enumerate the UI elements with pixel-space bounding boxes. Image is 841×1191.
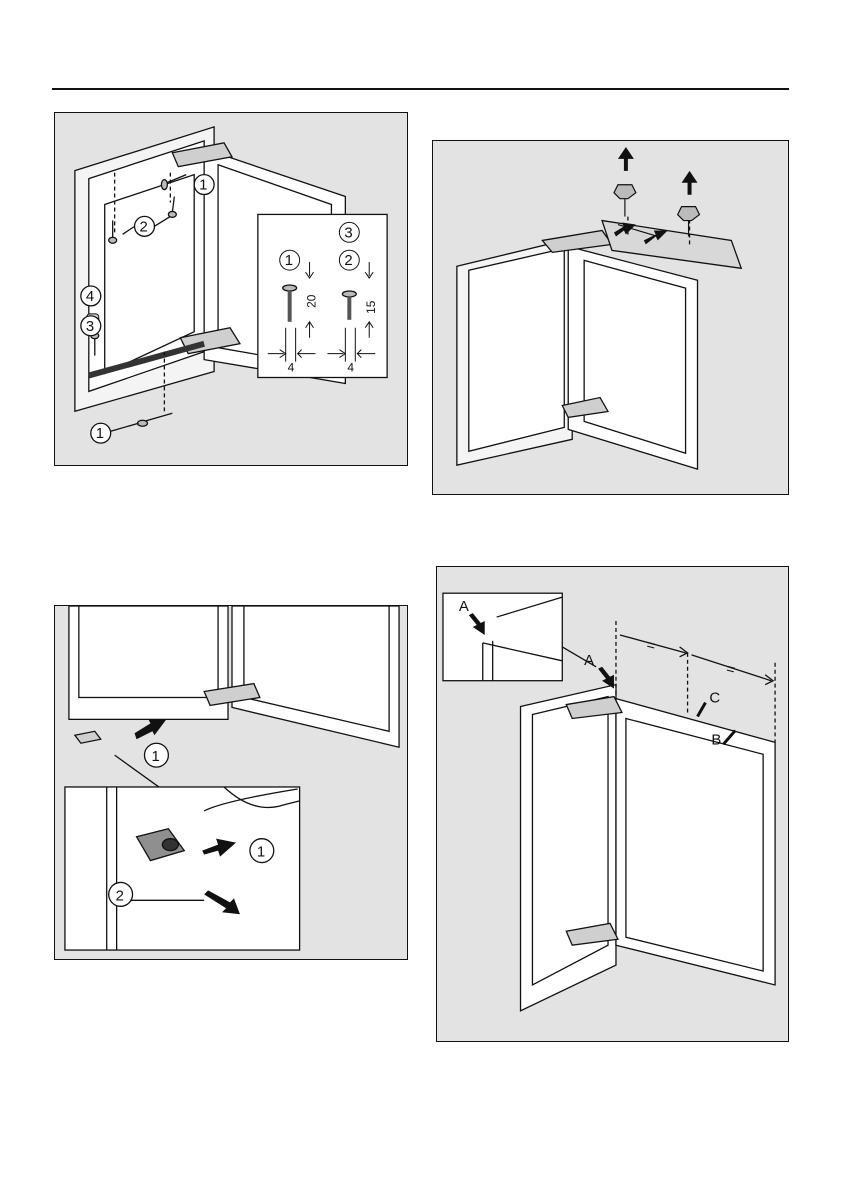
label-a-inset: A [459, 599, 469, 615]
door-alignment-illustration: A A C B = = [437, 567, 788, 1041]
equal-right: = [724, 661, 737, 679]
callout-1-bottom: 1 [96, 426, 104, 442]
screw-detail-box: 3 1 2 20 15 4 4 [258, 214, 387, 377]
figure-hinge-cover-removal [432, 140, 789, 495]
label-a-main: A [584, 653, 594, 669]
callout-2: 2 [140, 219, 148, 235]
figure-hinge-release: 1 1 2 [54, 605, 408, 960]
callout-2: 2 [116, 888, 124, 904]
label-b: B [711, 732, 721, 748]
figure-mounting-screws: 1 2 4 3 1 3 1 2 20 15 4 [54, 112, 408, 466]
detail-callout-1: 1 [285, 253, 293, 269]
detail-callout-2: 2 [344, 253, 352, 269]
equal-left: = [645, 637, 658, 655]
callout-4: 4 [86, 289, 94, 305]
dim-4-left: 4 [288, 361, 295, 375]
hinge-release-illustration: 1 1 2 [55, 606, 407, 959]
callout-1-detail: 1 [257, 845, 265, 861]
figure-door-alignment: A A C B = = [436, 566, 789, 1042]
detail-callout-3: 3 [344, 225, 352, 241]
dim-4-right: 4 [347, 361, 354, 375]
mounting-screws-illustration: 1 2 4 3 1 3 1 2 20 15 4 [55, 113, 407, 465]
label-c: C [709, 691, 720, 707]
callout-1-top: 1 [151, 749, 159, 765]
hinge-cover-illustration [433, 141, 788, 494]
header-rule [52, 88, 789, 90]
callout-1-top: 1 [199, 178, 207, 194]
callout-3: 3 [86, 319, 94, 335]
dim-15: 15 [364, 300, 378, 314]
dim-20: 20 [305, 294, 319, 308]
